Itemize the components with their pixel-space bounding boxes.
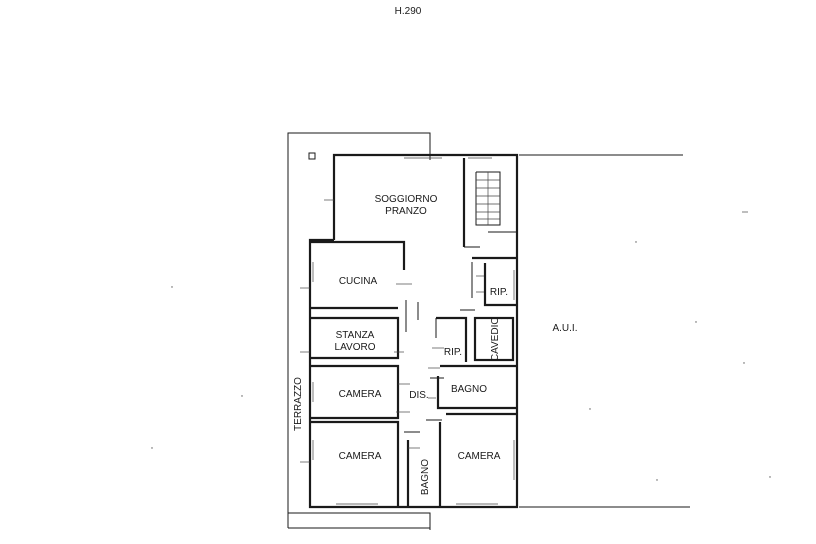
room-labels: SOGGIORNO PRANZO CUCINA RIP. CAVEDIO STA… <box>335 194 509 495</box>
terrace-outline <box>287 132 431 530</box>
terrazzo-label: TERRAZZO <box>293 377 304 431</box>
staircase <box>462 158 517 248</box>
stanza-label-line2: LAVORO <box>335 342 376 353</box>
aui-boundary <box>519 154 690 508</box>
dis-label: DIS. <box>409 390 428 401</box>
cucina-label: CUCINA <box>339 276 378 287</box>
soggiorno-label-line1: SOGGIORNO <box>375 194 438 205</box>
camera-upper-left-label: CAMERA <box>339 389 382 400</box>
bagno-right-label: BAGNO <box>451 384 487 395</box>
door-marks <box>300 199 748 463</box>
soggiorno-label-line2: PRANZO <box>385 206 427 217</box>
rip-upper-label: RIP. <box>490 287 508 298</box>
camera-right-label: CAMERA <box>458 451 501 462</box>
aui-label: A.U.I. <box>552 323 577 334</box>
exterior-walls <box>308 153 519 509</box>
camera-lower-left-label: CAMERA <box>339 451 382 462</box>
cavedio-label: CAVEDIO <box>490 317 501 361</box>
stanza-label-line1: STANZA <box>336 330 375 341</box>
interior-walls <box>310 240 517 507</box>
height-label: H.290 <box>395 6 422 17</box>
rip-lower-label: RIP. <box>444 347 462 358</box>
scan-specks <box>151 241 771 481</box>
bagno-vertical-label: BAGNO <box>420 459 431 495</box>
